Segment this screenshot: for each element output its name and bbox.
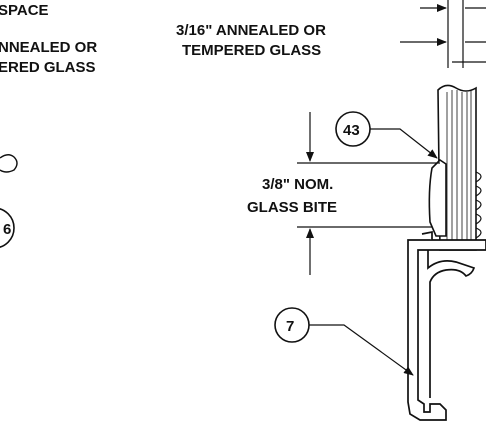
callout-43-text: 43 xyxy=(343,122,360,139)
glass-bite-label-1: 3/8" NOM. xyxy=(262,176,334,193)
glass-bite-dimension xyxy=(297,112,440,275)
glass-pane xyxy=(437,84,477,251)
callout-7-text: 7 xyxy=(286,318,294,335)
glazing-gasket xyxy=(428,158,447,237)
gasket-beads xyxy=(475,171,482,239)
glass-spec-label-2: TEMPERED GLASS xyxy=(182,42,322,59)
glass-thickness-dimension xyxy=(400,0,486,68)
glass-spec-label-1: 3/16" ANNEALED OR xyxy=(176,22,326,39)
left-space-label: SPACE xyxy=(0,2,49,19)
callout-7: 7 xyxy=(274,307,414,376)
glass-bite-label-2: GLASS BITE xyxy=(247,199,338,216)
frame-extrusion xyxy=(407,230,486,421)
callout-6-text: 6 xyxy=(3,221,11,238)
left-glass-label-2: ERED GLASS xyxy=(0,59,96,76)
callout-43: 43 xyxy=(335,111,438,159)
left-fragment-shape xyxy=(0,154,18,173)
callout-6-bubble: 6 xyxy=(0,208,15,248)
left-glass-label-1: NNEALED OR xyxy=(0,39,98,56)
